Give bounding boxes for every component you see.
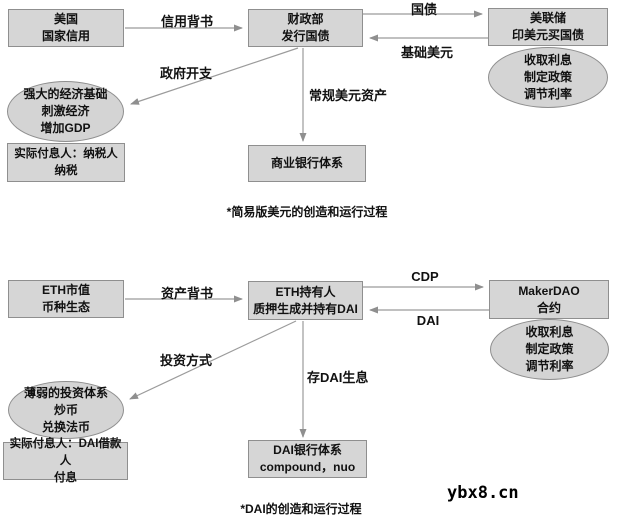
edge-label-cdp: CDP	[411, 269, 439, 284]
edge-label-asset-endorsement: 资产背书	[160, 286, 214, 301]
node-commercial-banks: 商业银行体系	[248, 145, 366, 182]
node-eth-holder: ETH持有人 质押生成并持有DAI	[248, 281, 363, 320]
ellipse-strong-economy: 强大的经济基础 刺激经济 增加GDP	[7, 81, 124, 142]
node-eth-market-value: ETH市值 币种生态	[8, 280, 124, 318]
node-federal-reserve: 美联储 印美元买国债	[488, 8, 608, 46]
ellipse-weak-investment: 薄弱的投资体系 炒币 兑换法币	[8, 381, 124, 439]
edge-label-gov-spending: 政府开支	[159, 66, 213, 81]
ellipse-maker-powers: 收取利息 制定政策 调节利率	[490, 319, 609, 380]
edge-label-regular-usd-assets: 常规美元资产	[309, 88, 388, 103]
edge-label-treasury-bonds: 国债	[410, 2, 438, 17]
edge-label-base-dollars: 基础美元	[400, 45, 454, 60]
node-dai-banks: DAI银行体系 compound，nuo	[248, 440, 367, 478]
edge-label-credit-endorsement: 信用背书	[160, 14, 214, 29]
caption-dai-process: *DAI的创造和运行过程	[240, 502, 362, 516]
edge-label-dai: DAI	[416, 313, 440, 328]
edge-label-deposit-dai-interest: 存DAI生息	[307, 370, 369, 385]
ellipse-fed-powers: 收取利息 制定政策 调节利率	[488, 47, 608, 108]
edge-label-investment-method: 投资方式	[159, 353, 213, 368]
watermark-ybx8: ybx8.cn	[447, 483, 519, 503]
node-treasury: 财政部 发行国债	[248, 9, 363, 47]
node-taxpayer: 实际付息人：纳税人 纳税	[7, 143, 125, 182]
node-dai-borrower: 实际付息人：DAI借款人 付息	[3, 438, 128, 484]
caption-usd-process: *简易版美元的创造和运行过程	[226, 205, 388, 219]
node-us-national-credit: 美国 国家信用	[8, 9, 124, 47]
edge-investment-method	[129, 320, 297, 400]
node-makerdao-contract: MakerDAO 合约	[489, 280, 609, 319]
edge-gov-spending	[130, 47, 299, 105]
